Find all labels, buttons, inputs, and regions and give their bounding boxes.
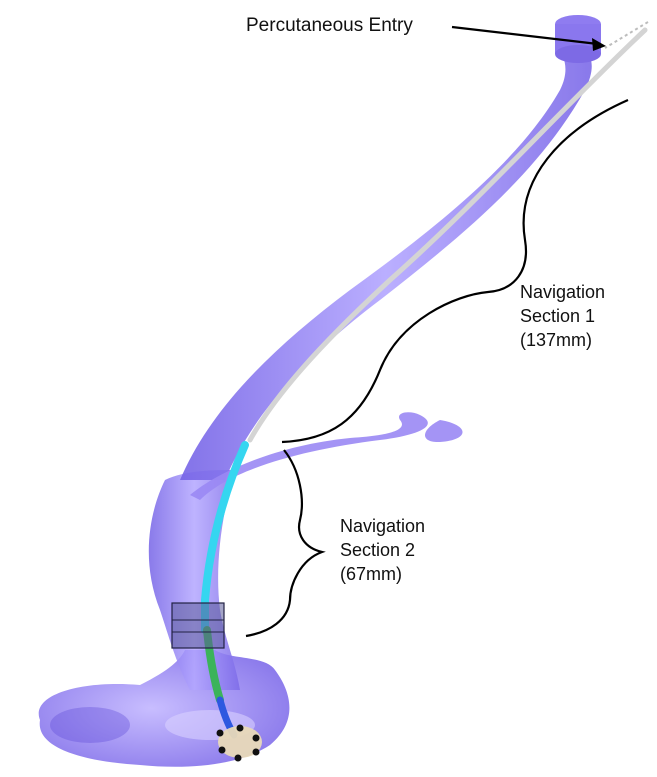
nav1-bracket bbox=[282, 100, 628, 442]
target-dot bbox=[235, 755, 242, 762]
nav2-line3: (67mm) bbox=[340, 562, 425, 586]
percutaneous-entry-label: Percutaneous Entry bbox=[246, 14, 413, 38]
nav1-line3: (137mm) bbox=[520, 328, 605, 352]
target-dot bbox=[219, 747, 226, 754]
navigation-section-1-label: Navigation Section 1 (137mm) bbox=[520, 280, 605, 352]
target-dot bbox=[253, 749, 260, 756]
vessel-side-branch-tip bbox=[425, 420, 463, 442]
nav2-bracket bbox=[246, 450, 322, 636]
tracking-box bbox=[172, 603, 224, 648]
target-dot bbox=[217, 730, 224, 737]
navigation-section-2-label: Navigation Section 2 (67mm) bbox=[340, 514, 425, 586]
nav1-line1: Navigation bbox=[520, 280, 605, 304]
vessel-main bbox=[180, 44, 592, 480]
target-dot bbox=[253, 735, 260, 742]
nav2-line1: Navigation bbox=[340, 514, 425, 538]
nav1-line2: Section 1 bbox=[520, 304, 605, 328]
target-dot bbox=[237, 725, 244, 732]
vessel-base-shadow bbox=[50, 707, 130, 743]
nav2-line2: Section 2 bbox=[340, 538, 425, 562]
